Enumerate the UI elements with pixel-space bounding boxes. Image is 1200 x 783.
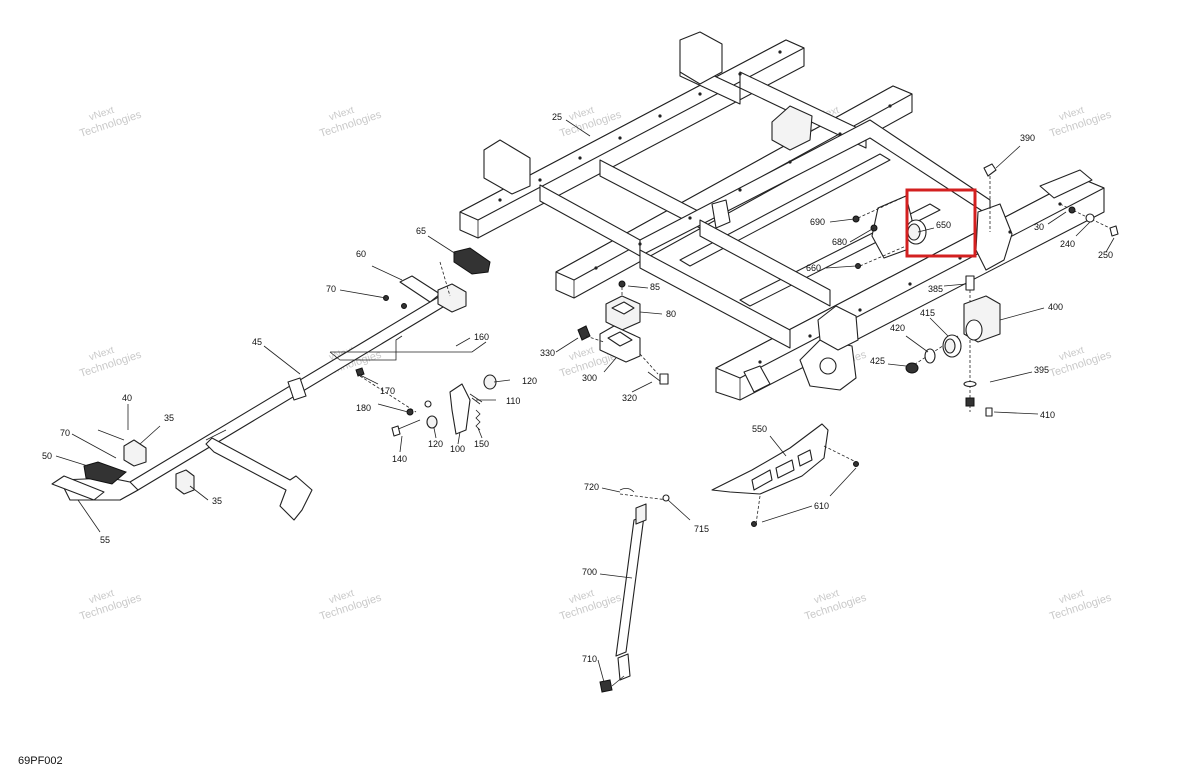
callout-25: 25: [552, 112, 562, 122]
callout-410: 410: [1040, 410, 1055, 420]
callout-150: 150: [474, 439, 489, 449]
callout-650: 650: [936, 220, 951, 230]
callout-320: 320: [622, 393, 637, 403]
callout-710: 710: [582, 654, 597, 664]
callout-390: 390: [1020, 133, 1035, 143]
callout-40: 40: [122, 393, 132, 403]
rail-hole: [1008, 230, 1012, 234]
rail-hole: [578, 156, 582, 160]
part-650: [905, 188, 977, 258]
callout-700: 700: [582, 567, 597, 577]
bracket-680: [852, 195, 913, 269]
callout-55: 55: [100, 535, 110, 545]
rail-hole: [538, 178, 542, 182]
frame-assembly: [459, 31, 1105, 401]
callout-60: 60: [356, 249, 366, 259]
rail-hole: [808, 334, 812, 338]
pedal-assembly: [51, 235, 511, 533]
strut-700: [597, 487, 691, 693]
callout-610: 610: [814, 501, 829, 511]
callout-385: 385: [928, 284, 943, 294]
callout-680: 680: [832, 237, 847, 247]
callout-330: 330: [540, 348, 555, 358]
callout-45: 45: [252, 337, 262, 347]
rail-hole: [908, 282, 912, 286]
callout-70b: 70: [60, 428, 70, 438]
callout-35b: 35: [212, 496, 222, 506]
rail-hole: [858, 308, 862, 312]
fasteners-30-240-250: [1047, 203, 1119, 253]
callout-395: 395: [1034, 365, 1049, 375]
plate-550: [711, 423, 859, 527]
callout-660: 660: [806, 263, 821, 273]
callout-720: 720: [584, 482, 599, 492]
rail-hole: [498, 198, 502, 202]
rail-hole: [618, 136, 622, 140]
callout-labels: 25 390 690 650 680 660 30 240 250 385 40…: [42, 112, 1113, 664]
callout-80: 80: [666, 309, 676, 319]
callout-140: 140: [392, 454, 407, 464]
callout-180: 180: [356, 403, 371, 413]
callout-425: 425: [870, 356, 885, 366]
callout-550: 550: [752, 424, 767, 434]
bushings-415-420-425: [887, 317, 962, 374]
rail-hole: [658, 114, 662, 118]
rail-hole: [788, 160, 792, 164]
callout-120b: 120: [428, 439, 443, 449]
callout-300: 300: [582, 373, 597, 383]
callout-120a: 120: [522, 376, 537, 386]
diagram-code: 69PF002: [18, 755, 63, 767]
callout-50: 50: [42, 451, 52, 461]
bolt-390: [983, 145, 1021, 232]
callout-70: 70: [326, 284, 336, 294]
rail-hole: [778, 50, 782, 54]
callout-170: 170: [380, 386, 395, 396]
callout-30: 30: [1034, 222, 1044, 232]
rail-hole: [888, 104, 892, 108]
rail-hole: [738, 72, 742, 76]
callout-715: 715: [694, 524, 709, 534]
highlight-box: [905, 188, 977, 258]
callout-400: 400: [1048, 302, 1063, 312]
rail-hole: [758, 360, 762, 364]
callout-35a: 35: [164, 413, 174, 423]
callout-240: 240: [1060, 239, 1075, 249]
callout-250: 250: [1098, 250, 1113, 260]
callout-160: 160: [474, 332, 489, 342]
callout-110: 110: [506, 396, 520, 406]
callout-420: 420: [890, 323, 905, 333]
callout-100: 100: [450, 444, 465, 454]
callout-85: 85: [650, 282, 660, 292]
rail-hole: [698, 92, 702, 96]
callout-65: 65: [416, 226, 426, 236]
bracket-assembly-80-300: [555, 280, 669, 393]
callout-415: 415: [920, 308, 935, 318]
callout-690: 690: [810, 217, 825, 227]
rail-hole: [738, 188, 742, 192]
fasteners-right-lower: [943, 275, 1045, 417]
rail-hole: [638, 242, 642, 246]
rail-hole: [838, 132, 842, 136]
rail-hole: [594, 266, 598, 270]
rail-hole: [688, 216, 692, 220]
frame-leaders: [565, 119, 935, 269]
